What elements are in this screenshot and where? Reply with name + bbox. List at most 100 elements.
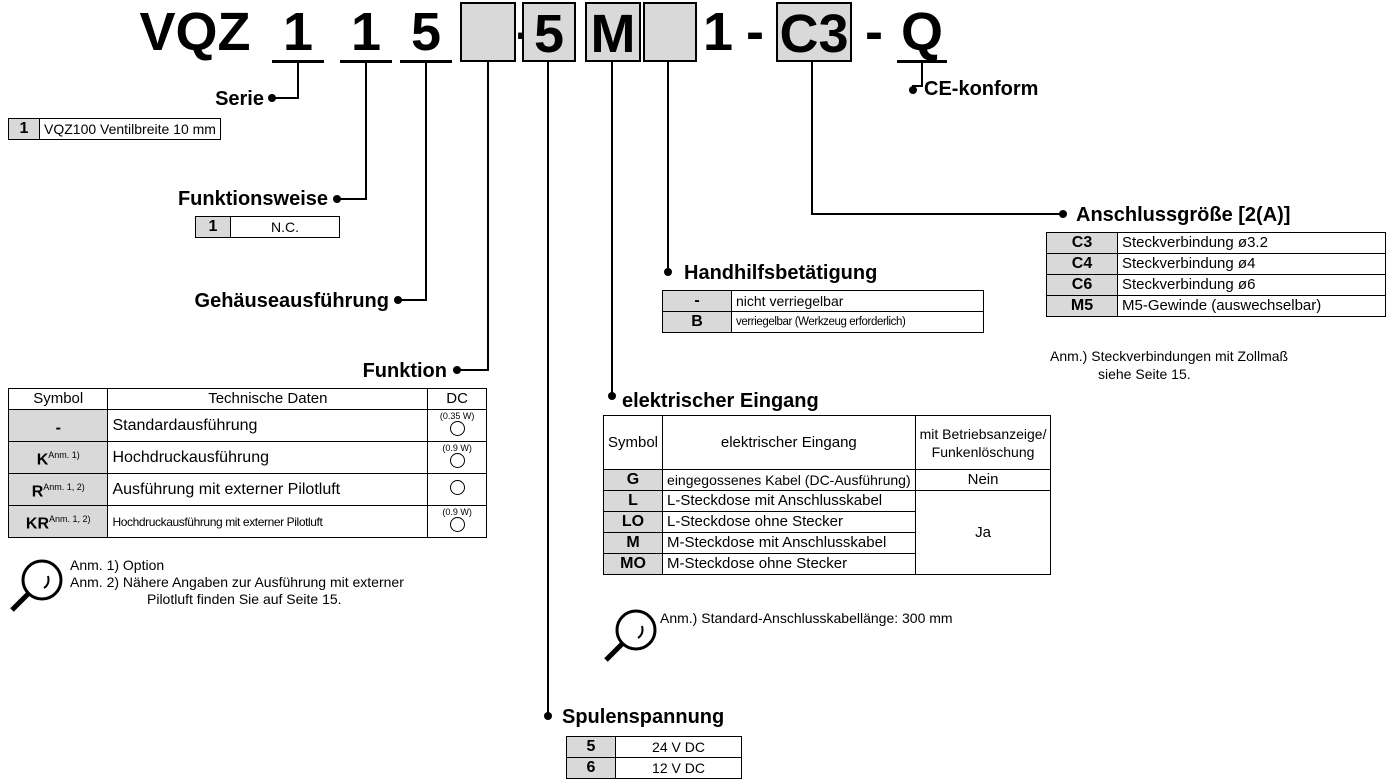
anschluss-note-1: Anm.) Steckverbindungen mit Zollmaß <box>1050 348 1289 364</box>
code-series: VQZ <box>139 2 251 62</box>
funktion-code-note: Anm. 1, 2) <box>49 513 91 524</box>
anschluss-desc: Steckverbindung ø3.2 <box>1117 232 1386 254</box>
eingang-note: Anm.) Standard-Anschlusskabellänge: 300 … <box>660 610 953 626</box>
circle-icon <box>449 420 465 436</box>
code-funktion-box <box>460 2 516 62</box>
eingang-desc: eingegossenes Kabel (DC-Ausführung) <box>662 469 916 491</box>
funktion-title: Funktion <box>362 360 447 382</box>
handhilf-table: - nicht verriegelbar B verriegelbar (Wer… <box>662 290 984 333</box>
eingang-nein: Nein <box>914 469 1052 491</box>
gehaeuse-title: Gehäuseausführung <box>194 290 389 312</box>
anschluss-code: M5 <box>1046 295 1118 317</box>
spulen-table: 5 24 V DC 6 12 V DC <box>566 736 742 779</box>
serie-table: 1 VQZ100 Ventilbreite 10 mm <box>8 118 221 140</box>
funktion-dc: (0.9 W) <box>427 505 487 538</box>
anschluss-desc: Steckverbindung ø4 <box>1117 253 1386 275</box>
anschluss-code: C6 <box>1046 274 1118 296</box>
funktionsweise-title: Funktionsweise <box>177 188 328 210</box>
circle-icon <box>449 452 465 468</box>
eingang-desc: M-Steckdose mit Anschlusskabel <box>662 532 916 554</box>
funktion-dc <box>427 473 487 506</box>
spulen-code: 5 <box>566 736 616 758</box>
code-anschluss-box: C3 <box>776 2 852 64</box>
handhilf-title: Handhilfsbetätigung <box>684 262 878 284</box>
code-handhilf-box <box>643 2 697 62</box>
eingang-header-anzeige-1: mit Betriebsanzeige/ <box>919 425 1047 442</box>
eingang-code: MO <box>602 553 664 575</box>
funktion-header-dc: DC <box>427 388 487 410</box>
magnifier-icon <box>604 609 657 662</box>
spulen-desc: 24 V DC <box>615 736 742 758</box>
circle-icon <box>449 516 465 532</box>
handhilf-code: B <box>662 311 732 333</box>
eingang-code: G <box>602 469 664 491</box>
spulen-desc: 12 V DC <box>615 757 742 779</box>
anschluss-desc: M5-Gewinde (auswechselbar) <box>1117 295 1386 317</box>
code-gehaeuse-digit: 5 <box>400 2 452 63</box>
funktion-code: R <box>31 483 44 501</box>
anschluss-desc: Steckverbindung ø6 <box>1117 274 1386 296</box>
funktionsweise-code: 1 <box>195 216 231 238</box>
code-dash-2: - <box>746 2 764 62</box>
ce-title: CE-konform <box>924 78 1039 100</box>
anschluss-code: C3 <box>1046 232 1118 254</box>
code-digit-1: 1 <box>702 2 734 62</box>
eingang-code: L <box>602 490 664 512</box>
anschluss-title: Anschlussgröße [2(A)] <box>1076 204 1291 226</box>
funktion-code-note: Anm. 1, 2) <box>43 481 85 492</box>
eingang-code: LO <box>602 511 664 533</box>
funktion-code: - <box>55 419 61 437</box>
funktion-table: Symbol Technische Daten DC - Standardaus… <box>7 388 487 538</box>
eingang-desc: L-Steckdose ohne Stecker <box>662 511 916 533</box>
funktion-row-code: - <box>7 409 109 442</box>
code-eingang-box: M <box>585 2 641 64</box>
funktion-code-note: Anm. 1) <box>48 449 80 460</box>
dc-power: (0.9 W) <box>442 506 472 517</box>
eingang-header-eingang: elektrischer Eingang <box>662 415 916 470</box>
funktion-header-symbol: Symbol <box>7 388 109 410</box>
funktion-desc: Ausführung mit externer Pilotluft <box>107 473 429 506</box>
code-funktionsweise-digit: 1 <box>340 2 392 63</box>
funktion-code: KR <box>25 515 50 533</box>
circle-icon <box>449 480 465 495</box>
eingang-header-anzeige: mit Betriebsanzeige/Funkenlöschung <box>914 415 1052 470</box>
dc-power: (0.9 W) <box>442 442 472 453</box>
funktion-desc: Standardausführung <box>107 409 429 442</box>
eingang-header-anzeige-2: Funkenlöschung <box>931 443 1035 460</box>
anschluss-code: C4 <box>1046 253 1118 275</box>
funktion-desc: Hochdruckausführung mit externer Pilotlu… <box>107 505 429 538</box>
funktion-row-code: KRAnm. 1, 2) <box>7 505 109 538</box>
eingang-ja: Ja <box>914 490 1052 575</box>
eingang-code: M <box>602 532 664 554</box>
funktion-code: K <box>36 451 49 469</box>
eingang-desc: M-Steckdose ohne Stecker <box>662 553 916 575</box>
funktionsweise-desc: N.C. <box>230 216 340 238</box>
funktion-header-daten: Technische Daten <box>107 388 429 410</box>
serie-desc: VQZ100 Ventilbreite 10 mm <box>39 118 221 140</box>
funktion-note-1: Anm. 1) Option <box>70 557 165 573</box>
spulen-code: 6 <box>566 757 616 779</box>
handhilf-code: - <box>662 290 732 312</box>
funktion-dc: (0.9 W) <box>427 441 487 474</box>
magnifier-icon <box>10 559 63 612</box>
anschluss-note-2: siehe Seite 15. <box>1098 366 1191 382</box>
serie-code: 1 <box>8 118 40 140</box>
code-serie-digit: 1 <box>272 2 324 63</box>
funktion-row-code: RAnm. 1, 2) <box>7 473 109 506</box>
funktion-row-code: KAnm. 1) <box>7 441 109 474</box>
funktion-note-3: Pilotluft finden Sie auf Seite 15. <box>147 591 342 607</box>
code-ce-letter: Q <box>897 2 947 63</box>
eingang-header-symbol: Symbol <box>602 415 664 470</box>
dc-power: (0.35 W) <box>439 410 475 421</box>
eingang-title: elektrischer Eingang <box>622 390 819 412</box>
handhilf-desc: nicht verriegelbar <box>731 290 984 312</box>
code-dash-3: - <box>865 2 883 62</box>
spulen-title: Spulenspannung <box>562 706 725 728</box>
eingang-desc: L-Steckdose mit Anschlusskabel <box>662 490 916 512</box>
funktion-note-2: Anm. 2) Nähere Angaben zur Ausführung mi… <box>70 574 404 590</box>
funktion-dc: (0.35 W) <box>427 409 487 442</box>
eingang-table: Symbol elektrischer Eingang mit Betriebs… <box>602 415 1052 575</box>
funktionsweise-table: 1 N.C. <box>195 216 340 238</box>
